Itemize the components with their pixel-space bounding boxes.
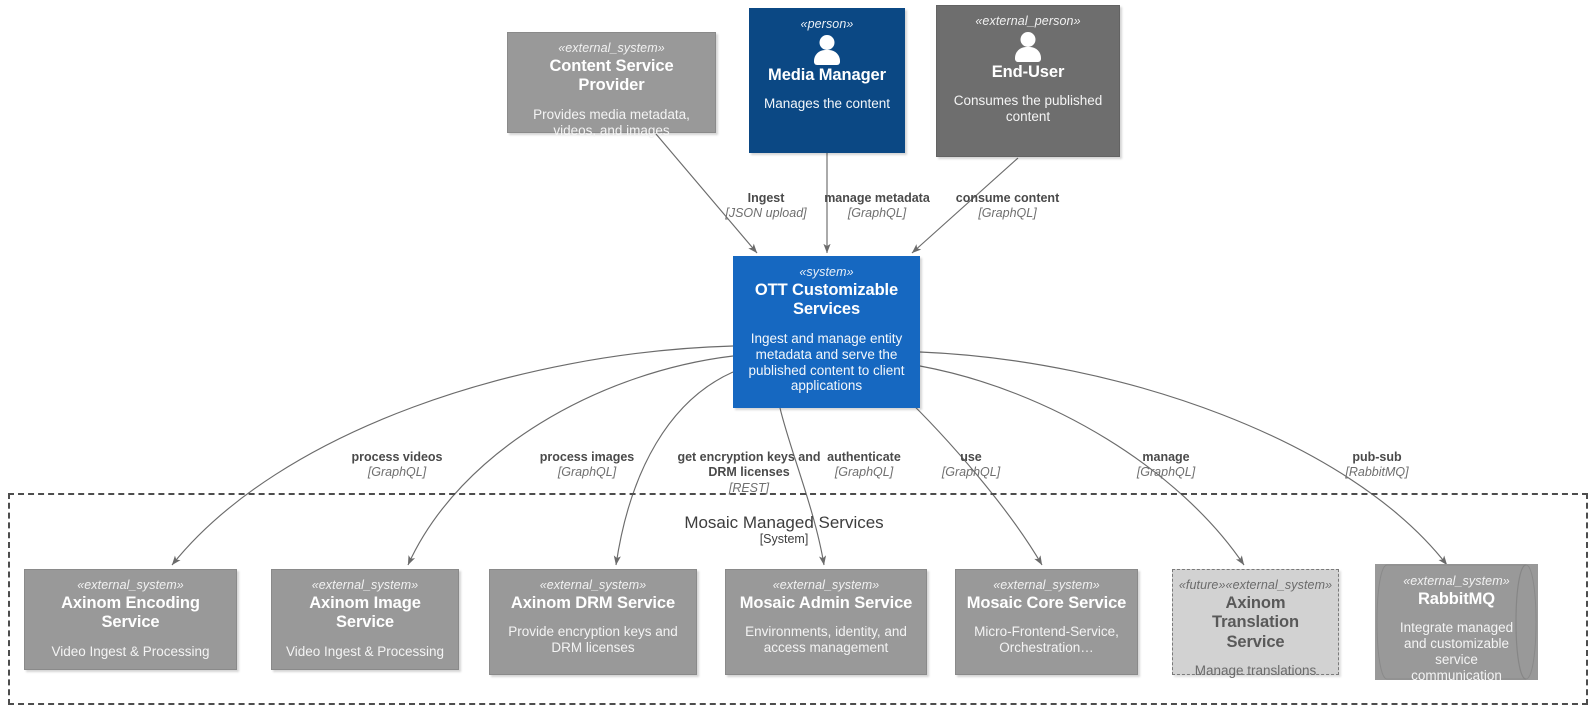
edge-label-process-images: process images [GraphQL] <box>527 450 647 481</box>
node-stereotype: «external_system» <box>993 578 1100 592</box>
edge-tech: [GraphQL] <box>367 465 427 480</box>
edge-tech: [GraphQL] <box>557 465 617 480</box>
node-title: End-User <box>991 62 1065 81</box>
edge-tech: [GraphQL] <box>834 465 894 480</box>
node-title: Mosaic Core Service <box>966 593 1127 612</box>
node-axinom-image-service[interactable]: «external_system» Axinom Image Service V… <box>271 569 459 670</box>
edge-label-authenticate: authenticate [GraphQL] <box>824 450 904 481</box>
node-stereotype: «external_system» <box>772 578 880 592</box>
node-stereotype: «future»«external_system» <box>1178 578 1333 592</box>
boundary-label: Mosaic Managed Services [System] <box>634 513 934 546</box>
edge-name: Ingest <box>747 191 785 205</box>
edge-label-manage: manage [GraphQL] <box>1126 450 1206 481</box>
node-description: Provides media metadata, videos, and ima… <box>533 106 690 138</box>
edge-label-get-encryption-keys: get encryption keys and DRM licenses [RE… <box>669 450 829 496</box>
edge-tech: [GraphQL] <box>1136 465 1196 480</box>
edge-label-consume-content: consume content [GraphQL] <box>947 191 1068 222</box>
edge-tech: [GraphQL] <box>941 465 1001 480</box>
edge-label-process-videos: process videos [GraphQL] <box>337 450 457 481</box>
node-stereotype: «person» <box>800 17 854 31</box>
node-description: Ingest and manage entity metadata and se… <box>748 330 905 394</box>
node-axinom-encoding-service[interactable]: «external_system» Axinom Encoding Servic… <box>24 569 237 670</box>
node-description: Manage translations <box>1194 663 1317 679</box>
edge-tech: [JSON upload] <box>725 206 807 221</box>
node-content-service-provider[interactable]: «external_system» Content Service Provid… <box>507 32 716 138</box>
node-description: Environments, identity, and access manag… <box>745 624 907 656</box>
node-description: Consumes the published content <box>953 93 1103 125</box>
boundary-mosaic-managed-services <box>8 493 1588 705</box>
node-stereotype: «external_system» <box>1403 574 1510 588</box>
node-title: Axinom DRM Service <box>510 593 676 612</box>
node-title: RabbitMQ <box>1417 589 1496 608</box>
boundary-title: Mosaic Managed Services <box>684 513 884 532</box>
node-rabbitmq[interactable]: «external_system» RabbitMQ Integrate man… <box>1375 564 1538 683</box>
person-icon <box>810 34 844 65</box>
edge-tech: [GraphQL] <box>978 206 1037 221</box>
node-description: Video Ingest & Processing <box>51 643 210 659</box>
node-ott-customizable-services[interactable]: «system» OTT Customizable Services Inges… <box>733 256 920 408</box>
node-axinom-translation-service[interactable]: «future»«external_system» Axinom Transla… <box>1172 569 1339 678</box>
node-title: Content Service Provider <box>549 56 674 95</box>
person-icon <box>1011 31 1045 62</box>
edge-name: process videos <box>351 450 443 464</box>
edge-label-manage-metadata: manage metadata [GraphQL] <box>816 191 938 222</box>
node-stereotype: «external_system» <box>539 578 647 592</box>
node-description: Manages the content <box>763 96 891 112</box>
node-media-manager[interactable]: «person» Media Manager Manages the conte… <box>749 8 905 153</box>
node-description: Micro-Frontend-Service, Orchestration… <box>974 624 1119 656</box>
node-title: Axinom Image Service <box>309 593 421 632</box>
node-title: Axinom Translation Service <box>1212 593 1299 651</box>
edge-name: get encryption keys and DRM licenses <box>677 450 821 480</box>
node-title: Media Manager <box>768 65 886 84</box>
node-stereotype: «system» <box>799 265 854 279</box>
node-title: Axinom Encoding Service <box>61 593 200 632</box>
node-mosaic-core-service[interactable]: «external_system» Mosaic Core Service Mi… <box>955 569 1138 675</box>
node-title: OTT Customizable Services <box>754 280 899 319</box>
edge-name: authenticate <box>827 450 901 464</box>
edge-label-pub-sub: pub-sub [RabbitMQ] <box>1336 450 1418 481</box>
edge-name: pub-sub <box>1352 450 1402 464</box>
queue-cylinder-shape <box>1376 564 1537 680</box>
node-stereotype: «external_person» <box>975 14 1081 28</box>
edge-tech: [REST] <box>728 480 770 495</box>
node-stereotype: «external_system» <box>311 578 419 592</box>
node-description: Video Ingest & Processing <box>285 643 445 659</box>
node-description: Integrate managed and customizable servi… <box>1399 620 1514 683</box>
edge-name: manage metadata <box>824 191 930 205</box>
edge-name: manage <box>1142 450 1190 464</box>
edge-name: process images <box>539 450 635 464</box>
node-title: Mosaic Admin Service <box>739 593 913 612</box>
node-description: Provide encryption keys and DRM licenses <box>508 624 678 656</box>
boundary-type: [System] <box>759 532 809 546</box>
edge-tech: [RabbitMQ] <box>1345 465 1409 480</box>
node-stereotype: «external_system» <box>558 41 665 55</box>
edge-tech: [GraphQL] <box>847 206 907 221</box>
edge-name: consume content <box>955 191 1060 205</box>
edge-label-use: use [GraphQL] <box>931 450 1011 481</box>
node-axinom-drm-service[interactable]: «external_system» Axinom DRM Service Pro… <box>489 569 697 675</box>
node-end-user[interactable]: «external_person» End-User Consumes the … <box>936 5 1120 157</box>
edge-name: use <box>960 450 982 464</box>
edge-label-ingest: Ingest [JSON upload] <box>706 191 826 222</box>
node-mosaic-admin-service[interactable]: «external_system» Mosaic Admin Service E… <box>725 569 927 675</box>
node-stereotype: «external_system» <box>77 578 184 592</box>
